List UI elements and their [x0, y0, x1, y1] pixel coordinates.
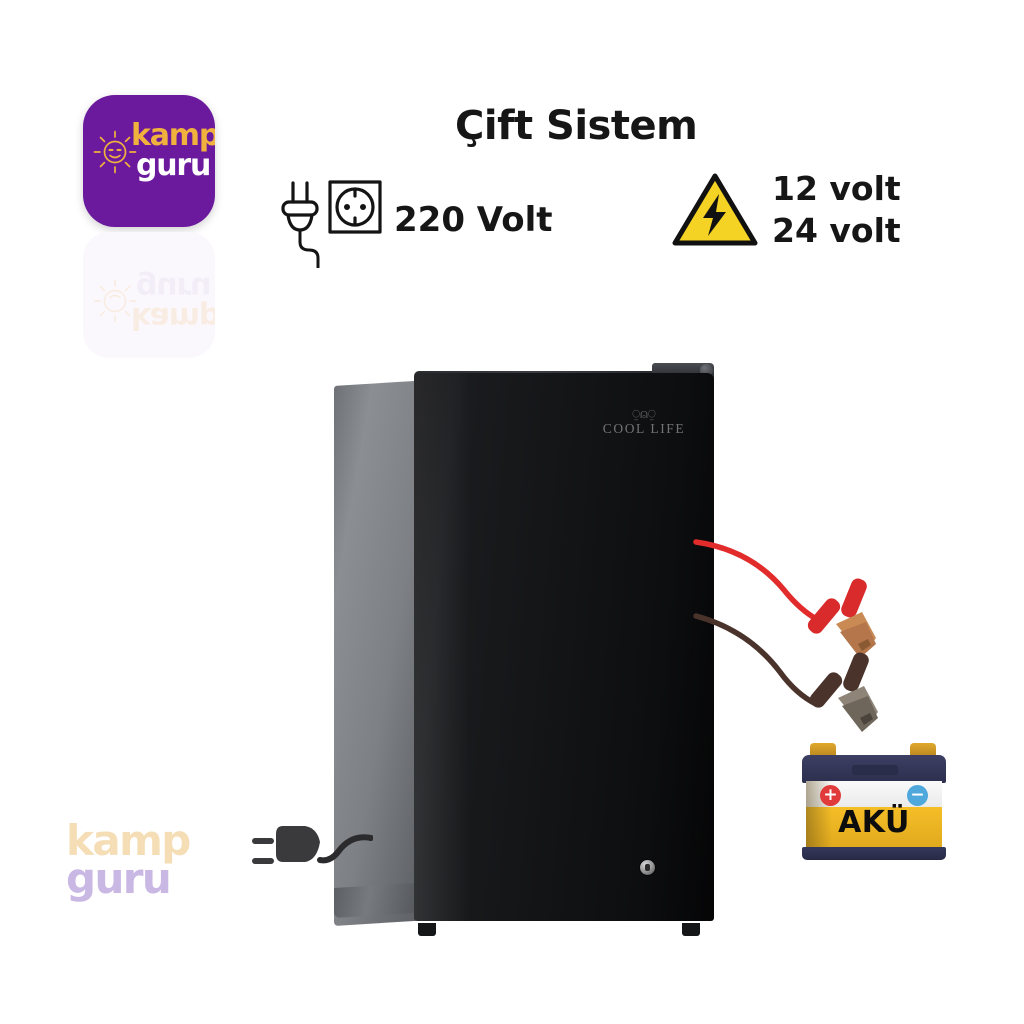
kamp-guru-watermark: kamp guru [66, 816, 236, 903]
battery-base [802, 847, 946, 860]
dc-power-feature: 12 volt 24 volt [672, 168, 901, 252]
kamp-guru-logo-tile: kamp guru [83, 95, 215, 227]
door-keylock-icon[interactable] [640, 860, 655, 875]
mini-refrigerator: ⍜⍝⍜ COOL LIFE [330, 363, 730, 938]
red-alligator-clamp [807, 578, 876, 658]
brown-alligator-clamp [809, 652, 878, 732]
brand-word-guru: guru [136, 148, 211, 183]
watermark-word-kamp: kamp [66, 816, 191, 865]
positive-cable [693, 539, 821, 623]
door-gloss-highlight [414, 373, 470, 921]
battery-body-lower [806, 807, 942, 849]
fridge-foot-right [682, 923, 700, 936]
cool-life-brand-logo: ⍜⍝⍜ COOL LIFE [584, 406, 704, 437]
brand-wordmark: kamp guru [131, 118, 215, 183]
reflection-word-guru: guru [136, 270, 211, 305]
dc-voltage-24: 24 volt [772, 211, 901, 250]
power-cord-and-plug [252, 826, 373, 864]
battery-top-cover [802, 755, 946, 783]
sun-face-icon-reflection [93, 279, 137, 323]
battery-minus-terminal-icon: − [907, 785, 928, 806]
car-battery-aku: + − AKÜ [800, 737, 948, 865]
battery-cable-set [693, 539, 878, 732]
fridge-door[interactable]: ⍜⍝⍜ COOL LIFE [414, 373, 714, 921]
dc-voltage-12: 12 volt [772, 169, 901, 208]
ac-power-feature: 220 Volt [278, 172, 553, 268]
battery-label-aku: AKÜ [838, 805, 910, 840]
battery-top-notch [852, 765, 898, 775]
ac-voltage-label: 220 Volt [394, 200, 553, 240]
crown-emblem-icon: ⍜⍝⍜ [632, 406, 656, 421]
reflection-word-kamp: kamp [131, 300, 215, 335]
brand-word-kamp: kamp [131, 118, 215, 153]
battery-plus-terminal-icon: + [820, 785, 841, 806]
cool-life-brand-text: COOL LIFE [602, 421, 686, 436]
headline-cift-sistem: Çift Sistem [455, 103, 698, 149]
plug-and-socket-icons [281, 180, 382, 268]
high-voltage-warning-icon [672, 173, 758, 246]
sun-face-icon [93, 130, 137, 174]
logo-reflection: kamp guru [83, 232, 215, 358]
fridge-foot-left [418, 923, 436, 936]
watermark-word-guru: guru [66, 854, 172, 903]
negative-cable [693, 613, 819, 707]
dc-voltage-labels: 12 volt 24 volt [772, 168, 901, 252]
